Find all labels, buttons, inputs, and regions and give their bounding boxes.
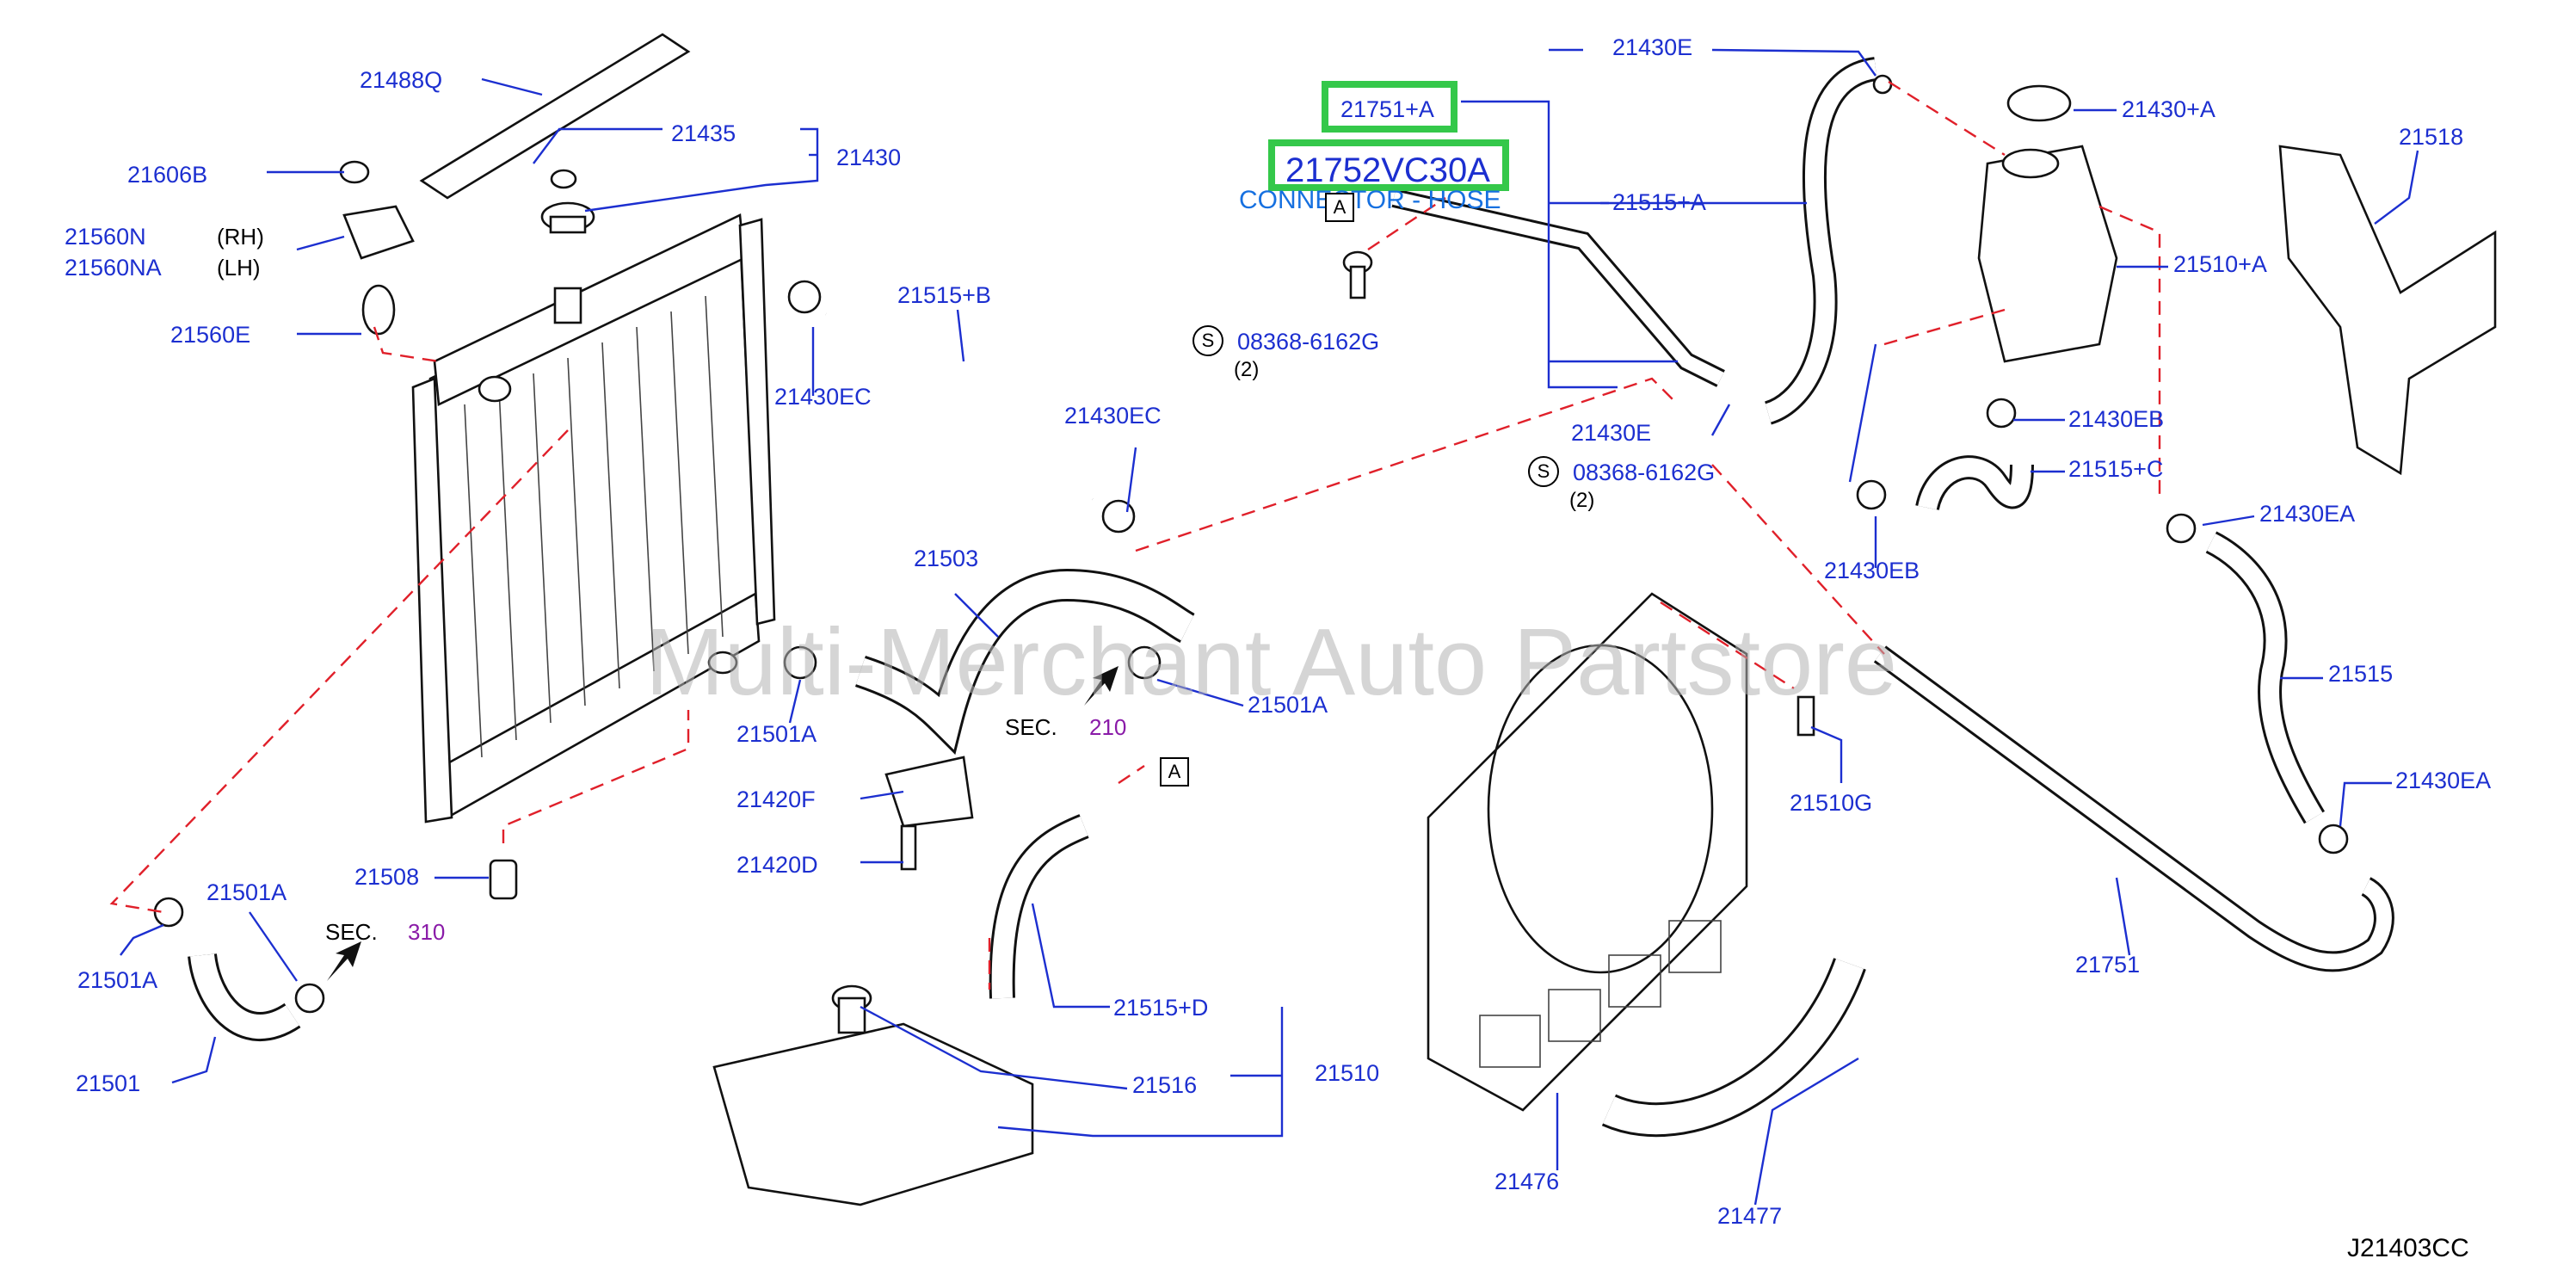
label-21606b: 21606B (127, 162, 208, 188)
reservoir-tank (712, 1022, 1034, 1206)
connector-hose-note: CONNECTOR - HOSE (1239, 186, 1501, 214)
drawing-code: J21403CC (2347, 1234, 2469, 1262)
ref-box-a-2: A (1160, 757, 1189, 787)
label-21560e: 21560E (170, 322, 251, 348)
label-lh: (LH) (217, 255, 261, 281)
label-bolt-08368-6162g-2: 08368-6162G (1573, 460, 1716, 485)
label-21510a: 21510+A (2173, 251, 2267, 277)
label-21476: 21476 (1494, 1169, 1560, 1194)
label-21430e-1: 21430E (1612, 34, 1693, 60)
label-21560n: 21560N (65, 224, 146, 250)
label-sec-210: SEC. (1005, 714, 1057, 740)
label-21501a-2: 21501A (1248, 692, 1328, 718)
radiator (411, 213, 776, 824)
label-21430eb-2: 21430EB (1824, 558, 1920, 583)
special-part-badge-1: S (1192, 325, 1223, 356)
label-bolt-qty-1: (2) (1234, 358, 1260, 381)
label-21430ea-2: 21430EA (2395, 768, 2492, 793)
label-21435: 21435 (671, 120, 736, 146)
label-21751: 21751 (2075, 952, 2141, 978)
special-part-badge-2: S (1528, 456, 1559, 487)
label-21501a-1: 21501A (736, 721, 817, 747)
label-bolt-qty-2: (2) (1569, 489, 1595, 512)
label-21510g: 21510G (1790, 790, 1873, 816)
label-21518: 21518 (2399, 124, 2464, 150)
label-21515: 21515 (2328, 661, 2394, 687)
label-21420d: 21420D (736, 852, 818, 878)
label-21430e-2: 21430E (1571, 420, 1652, 446)
watermark: Multi-Merchant Auto Partstore (645, 609, 1898, 715)
label-21751a: 21751+A (1340, 96, 1434, 122)
label-21488q: 21488Q (360, 67, 443, 93)
label-21515d: 21515+D (1113, 995, 1209, 1021)
label-21510: 21510 (1315, 1060, 1380, 1086)
leader-lines (120, 48, 2419, 1206)
label-21501: 21501 (76, 1070, 141, 1096)
label-21430: 21430 (836, 145, 902, 170)
label-21560na: 21560NA (65, 255, 162, 281)
label-21501a-3: 21501A (206, 879, 287, 905)
label-sec-310: SEC. (325, 919, 378, 945)
label-21503: 21503 (914, 546, 979, 571)
label-21515c: 21515+C (2068, 456, 2164, 482)
label-21516: 21516 (1132, 1072, 1198, 1098)
highlight-21751a: 21751+A (1322, 81, 1457, 133)
bar-part (419, 33, 691, 200)
label-21430ea-1: 21430EA (2259, 501, 2356, 527)
label-21430eb-1: 21430EB (2068, 406, 2165, 432)
fan-shroud (1427, 592, 1748, 1112)
label-21430ec-1: 21430EC (774, 384, 872, 410)
label-sec-310-number: 310 (408, 919, 446, 945)
label-bolt-08368-6162g-1: 08368-6162G (1237, 329, 1380, 355)
label-rh: (RH) (217, 224, 264, 250)
highlight-21752vc30a: 21752VC30A (1268, 139, 1509, 191)
dashed-leaders (109, 80, 2161, 990)
ref-box-a-1: A (1325, 193, 1354, 222)
label-21515b: 21515+B (897, 282, 991, 308)
bracket-21518 (2278, 145, 2497, 476)
label-21430a: 21430+A (2122, 96, 2215, 122)
label-21515a: 21515+A (1612, 189, 1706, 215)
label-21501a-4: 21501A (77, 967, 158, 993)
label-21420f: 21420F (736, 787, 816, 812)
label-21477: 21477 (1717, 1203, 1783, 1229)
label-sec-210-number: 210 (1089, 714, 1127, 740)
label-21508: 21508 (354, 864, 420, 890)
expansion-tank (1977, 145, 2118, 363)
label-21752vc30a: 21752VC30A (1285, 151, 1490, 189)
label-21430ec-2: 21430EC (1064, 403, 1162, 429)
